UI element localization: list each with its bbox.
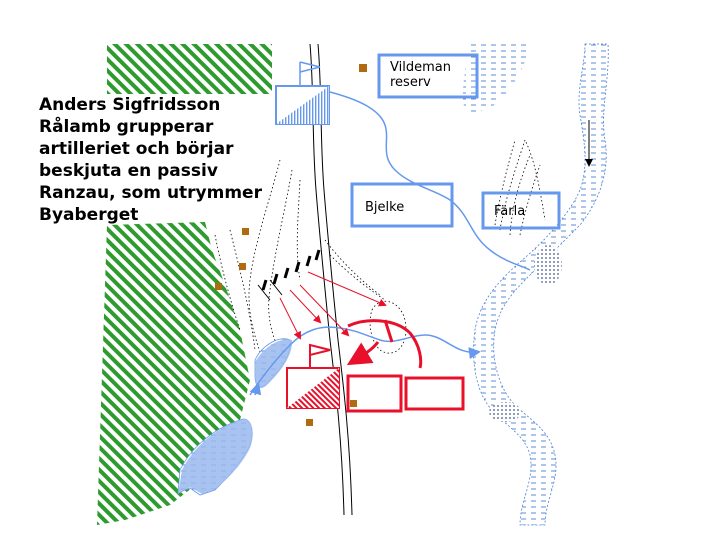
bjelke-label: Bjelke [365, 200, 405, 215]
caption-line: Byaberget [39, 205, 139, 225]
caption-line: beskjuta en passiv [39, 161, 218, 181]
caption-line: Rålamb grupperar [39, 117, 214, 137]
vildeman-reserve-unit [377, 53, 479, 99]
lake-south [178, 419, 253, 494]
swedish-hq-unit [275, 85, 330, 125]
village-marker [215, 64, 367, 426]
danish-hq-unit [286, 367, 340, 409]
river [462, 43, 609, 526]
bjelke-unit [350, 182, 454, 228]
farla-unit [481, 191, 561, 230]
danish-unit-center [346, 374, 403, 413]
caption-line: Ranzau, som utrymmer [39, 183, 262, 203]
vildeman-label-line1: Vildeman [390, 60, 451, 75]
caption-line: Anders Sigfridsson [39, 95, 221, 115]
caption-line: artilleriet och börjar [39, 139, 234, 159]
stream [249, 91, 531, 396]
danish-unit-east [404, 376, 465, 411]
vildeman-label-line2: reserv [390, 75, 431, 90]
artillery-battery [261, 249, 321, 291]
farla-label: Färla [494, 204, 526, 219]
artillery-fire [279, 271, 387, 340]
command-flag [299, 61, 321, 87]
vildeman-label: Vildeman reserv [390, 60, 451, 90]
danish-flag [309, 343, 331, 367]
map-caption: Anders Sigfridsson Rålamb grupperar arti… [39, 94, 289, 226]
danish-retreat [346, 319, 423, 369]
